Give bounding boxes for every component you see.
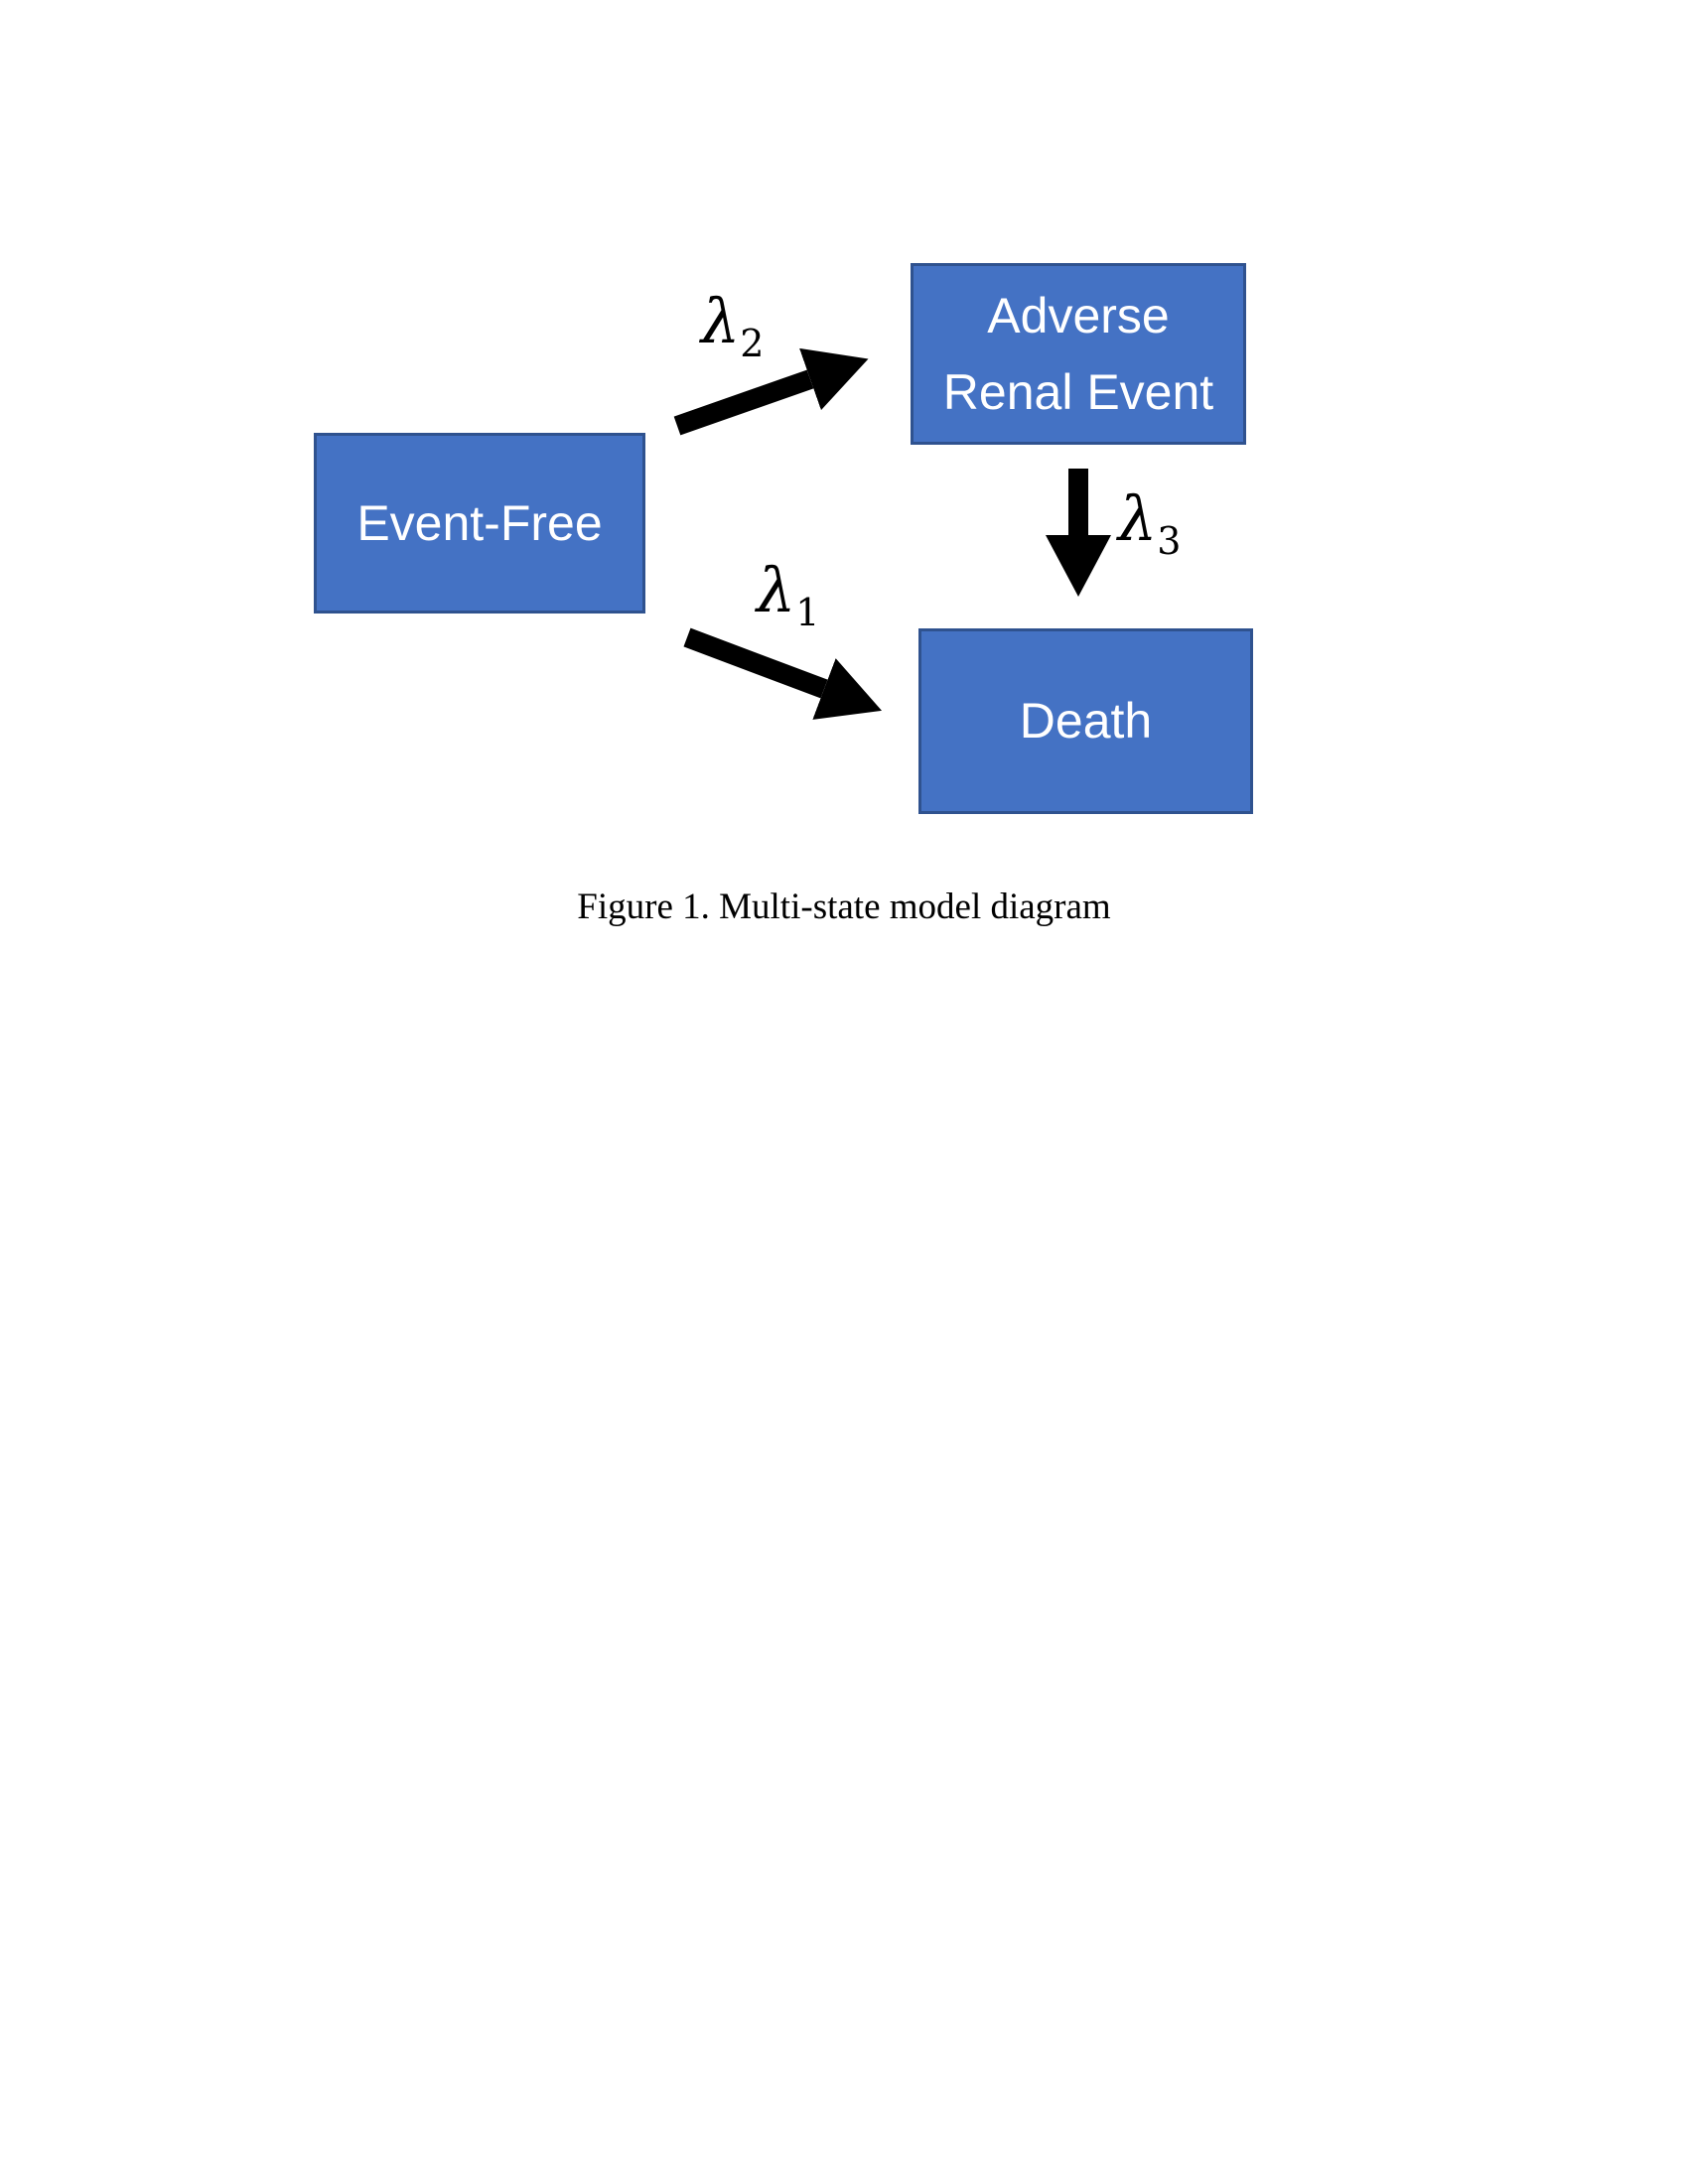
state-label-adverse-renal-event: Adverse Renal Event bbox=[942, 287, 1214, 420]
state-node-adverse-renal-event: Adverse Renal Event bbox=[911, 263, 1246, 445]
state-label-death: Death bbox=[1019, 693, 1153, 749]
lambda1-symbol: λ bbox=[757, 554, 796, 626]
transition-label-lambda1: λ1 bbox=[757, 560, 820, 634]
transition-label-lambda2: λ2 bbox=[701, 291, 765, 365]
lambda2-symbol: λ bbox=[701, 285, 741, 357]
state-node-death: Death bbox=[918, 628, 1253, 814]
state-node-event-free: Event-Free bbox=[314, 433, 645, 614]
lambda1-subscript: 1 bbox=[795, 591, 820, 634]
transition-arrow-lambda2 bbox=[673, 347, 869, 436]
lambda3-symbol: λ bbox=[1118, 482, 1158, 555]
transition-label-lambda3: λ3 bbox=[1118, 488, 1182, 563]
lambda2-subscript: 2 bbox=[740, 322, 765, 365]
lambda3-subscript: 3 bbox=[1157, 519, 1182, 563]
figure-caption: Figure 1. Multi-state model diagram bbox=[577, 887, 1111, 927]
transition-arrow-lambda1 bbox=[683, 627, 883, 720]
state-label-event-free: Event-Free bbox=[356, 494, 603, 551]
